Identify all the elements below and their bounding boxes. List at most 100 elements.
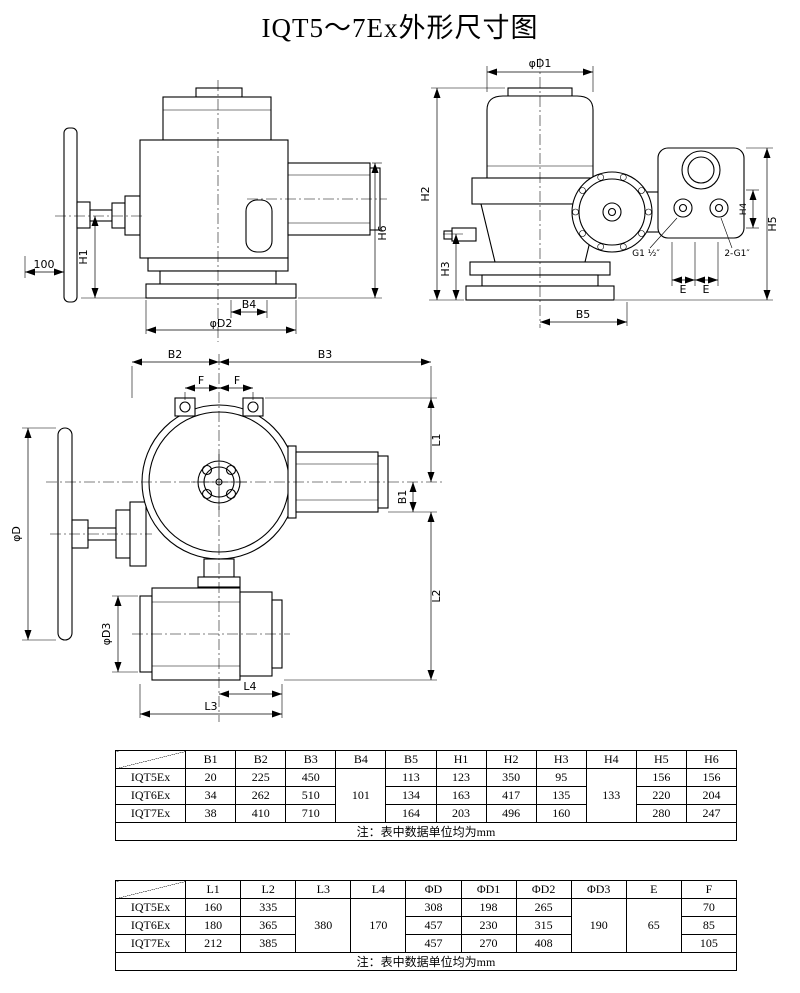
table1-note-row: 注：表中数据单位均为mm [115, 822, 737, 841]
side-view-drawing: 100 H1 B4 φD2 H6 [24, 80, 389, 342]
table2-corner-cell [114, 880, 187, 899]
dim-label-phid2: φD2 [210, 317, 233, 330]
cell: 247 [685, 804, 738, 823]
cell: 160 [185, 898, 242, 917]
col-header-l2: L2 [240, 880, 297, 899]
cell: 123 [435, 768, 487, 787]
plan-view-drawing: B2 B3 F F φD L1 B1 L2 φD3 [10, 348, 443, 722]
col-header-f: F [680, 880, 738, 899]
plan-view-centerlines [46, 354, 442, 722]
dim-label-l3: L3 [204, 700, 217, 713]
col-header-h6: H6 [685, 750, 738, 769]
table2-row-iqt7ex: IQT7Ex 212 385 457 270 408 105 [114, 934, 738, 953]
table2-note: 注：表中数据单位均为mm [115, 952, 737, 971]
col-header-b1: B1 [185, 750, 237, 769]
dim-label-h2: H2 [419, 186, 432, 201]
cell: 417 [485, 786, 537, 805]
cell: 105 [680, 934, 738, 953]
table2-header-row: L1 L2 L3 L4 ΦD ΦD1 ΦD2 ΦD3 E F [114, 880, 738, 899]
table1-corner-cell [114, 750, 187, 769]
dim-label-e1: E [680, 283, 687, 296]
cell: 85 [680, 916, 738, 935]
dim-label-l1: L1 [430, 433, 443, 446]
row-label: IQT5Ex [114, 898, 187, 917]
cell: 34 [185, 786, 237, 805]
cell-merged-l3: 380 [295, 898, 352, 953]
col-header-phid1: ΦD1 [460, 880, 517, 899]
dim-label-h1: H1 [77, 249, 90, 264]
cell: 510 [285, 786, 337, 805]
dim-label-b4: B4 [242, 298, 257, 311]
cell: 212 [185, 934, 242, 953]
cell: 70 [680, 898, 738, 917]
col-header-phid2: ΦD2 [515, 880, 572, 899]
dim-label-b2: B2 [168, 348, 183, 361]
table1-row-iqt6ex: IQT6Ex 34 262 510 134 163 417 135 220 20… [114, 786, 738, 805]
handwheel-assembly [57, 427, 147, 641]
col-header-h5: H5 [635, 750, 687, 769]
plan-view-dimensions: B2 B3 F F φD L1 B1 L2 φD3 [10, 348, 443, 718]
side-view-dimensions: 100 H1 B4 φD2 H6 [24, 162, 389, 334]
cell: 203 [435, 804, 487, 823]
cell: 457 [405, 934, 462, 953]
cell: 457 [405, 916, 462, 935]
cell: 335 [240, 898, 297, 917]
row-label: IQT7Ex [114, 934, 187, 953]
row-label: IQT6Ex [114, 916, 187, 935]
cell-merged-l4: 170 [350, 898, 407, 953]
cell: 38 [185, 804, 237, 823]
cell: 163 [435, 786, 487, 805]
side-view-centerlines [55, 80, 387, 342]
cell: 20 [185, 768, 237, 787]
handwheel-assembly [63, 127, 141, 303]
cell: 496 [485, 804, 537, 823]
front-view-drawing: φD1 H2 H3 G1 ½″ 2-G1″ E E H4 [419, 57, 779, 328]
cell: 204 [685, 786, 738, 805]
actuator-body [139, 87, 381, 299]
cell-merged-h4: 133 [585, 768, 637, 823]
cell: 113 [385, 768, 437, 787]
row-label: IQT7Ex [114, 804, 187, 823]
cell-merged-phid3: 190 [570, 898, 627, 953]
dim-label-h3: H3 [439, 261, 452, 276]
col-header-h1: H1 [435, 750, 487, 769]
dim-label-100: 100 [34, 258, 55, 271]
table2-row-iqt5ex: IQT5Ex 160 335 380 170 308 198 265 190 6… [114, 898, 738, 953]
cell: 262 [235, 786, 287, 805]
dim-label-e2: E [703, 283, 710, 296]
table1-header-row: B1 B2 B3 B4 B5 H1 H2 H3 H4 H5 H6 [114, 750, 738, 769]
cell: 180 [185, 916, 242, 935]
col-header-h4: H4 [585, 750, 637, 769]
dim-label-l2: L2 [430, 589, 443, 602]
thread-label-g1: G1 ½″ [632, 249, 660, 259]
col-header-l1: L1 [185, 880, 242, 899]
dim-label-f1: F [198, 374, 204, 387]
row-label: IQT6Ex [114, 786, 187, 805]
table1-row-iqt5ex: IQT5Ex 20 225 450 101 113 123 350 95 133… [114, 768, 738, 823]
cell: 270 [460, 934, 517, 953]
row-label: IQT5Ex [114, 768, 187, 787]
cell: 160 [535, 804, 587, 823]
dim-label-phid: φD [10, 526, 23, 542]
col-header-l4: L4 [350, 880, 407, 899]
dim-label-h6: H6 [376, 225, 389, 240]
cell: 710 [285, 804, 337, 823]
thread-label-2g1: 2-G1″ [724, 249, 750, 259]
col-header-b2: B2 [235, 750, 287, 769]
cell: 280 [635, 804, 687, 823]
terminal-box [657, 147, 745, 239]
col-header-phid: ΦD [405, 880, 462, 899]
cell: 164 [385, 804, 437, 823]
bottom-motor-unit [139, 558, 283, 681]
dim-label-f2: F [234, 374, 240, 387]
cell: 450 [285, 768, 337, 787]
cell: 315 [515, 916, 572, 935]
cell: 156 [635, 768, 687, 787]
cell: 135 [535, 786, 587, 805]
col-header-e: E [625, 880, 682, 899]
cell: 410 [235, 804, 287, 823]
col-header-b4: B4 [335, 750, 387, 769]
cell: 365 [240, 916, 297, 935]
dim-label-phid3: φD3 [100, 623, 113, 646]
cell-merged-e: 65 [625, 898, 682, 953]
